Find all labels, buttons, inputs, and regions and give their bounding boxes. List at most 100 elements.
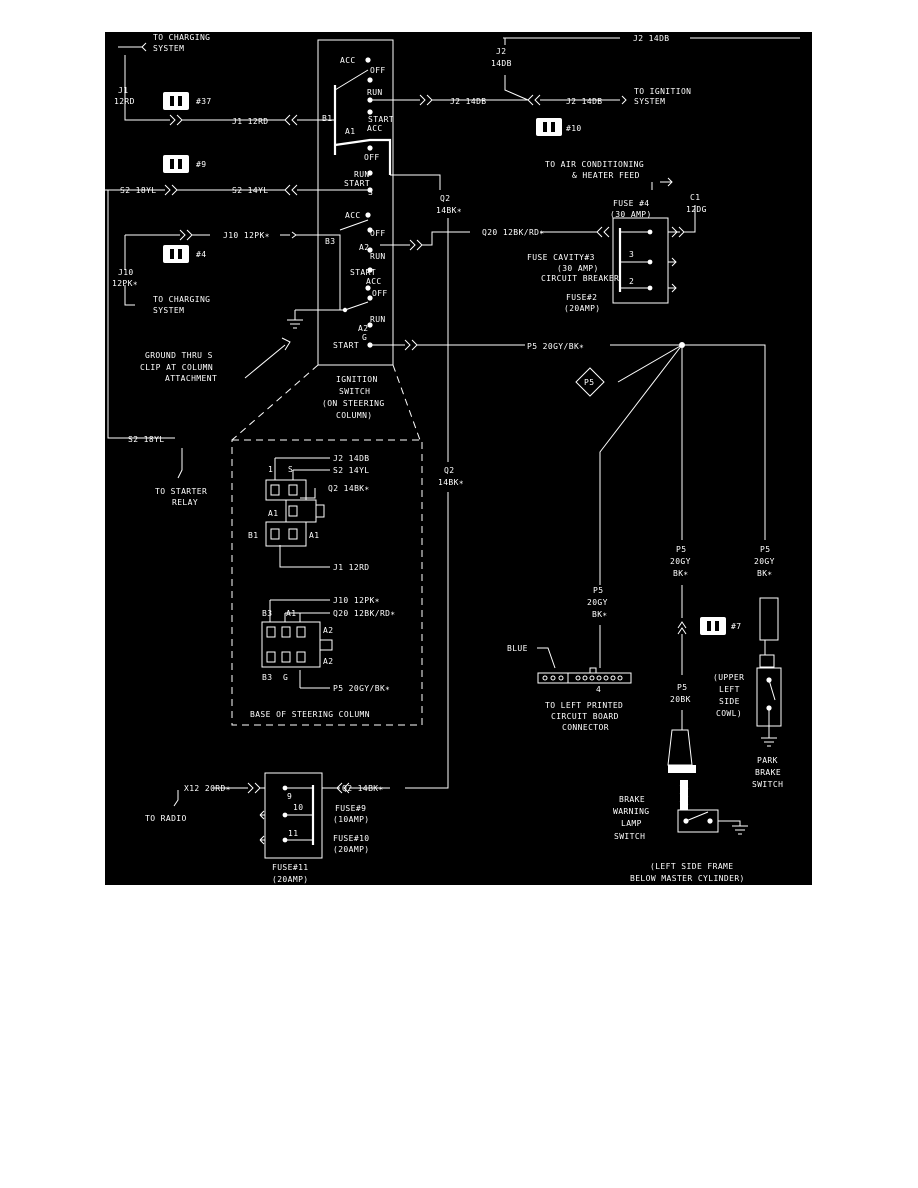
bsc-label: S [288, 465, 293, 474]
bsc-label: A1 [309, 531, 319, 540]
p5-brake-wire [677, 585, 687, 730]
g-blade [344, 301, 369, 311]
label: 12DG [686, 205, 707, 214]
label: 12PK∗ [112, 279, 138, 288]
brake-warning-ground-icon [685, 811, 748, 835]
switch-label: A1 [345, 127, 355, 136]
book-ref-icon [700, 617, 726, 635]
switch-label: OFF [370, 66, 386, 75]
label: CONNECTOR [562, 723, 609, 732]
label: 12RD [114, 97, 135, 106]
j10-wire-left [124, 235, 135, 306]
bsc-label: Q20 12BK/RD∗ [333, 609, 396, 618]
label: (ON STEERING [322, 399, 385, 408]
label: (UPPER [713, 673, 744, 682]
label: (10AMP) [333, 815, 370, 824]
bsc-pin-a1 [288, 505, 298, 517]
diagram-background [105, 32, 812, 885]
label: J2 [496, 47, 506, 56]
bsc-label: A1 [286, 609, 296, 618]
label: GROUND THRU S [145, 351, 213, 360]
bsc-label: J10 12PK∗ [333, 596, 380, 605]
fuse-bottom-arrows [259, 810, 265, 845]
label: SYSTEM [153, 306, 184, 315]
label: P5 20GY/BK∗ [527, 342, 584, 351]
label: 20GY [670, 557, 691, 566]
label: TO RADIO [145, 814, 187, 823]
label: BK∗ [757, 569, 773, 578]
label: COLUMN) [336, 411, 373, 420]
callout-line-2 [392, 364, 421, 441]
ground-pointer [244, 337, 291, 379]
bsc-label: B3 [262, 673, 272, 682]
label: #7 [731, 622, 741, 631]
switch-label: A2 [358, 324, 368, 333]
run-contact-4 [367, 322, 373, 328]
label: 4 [596, 685, 601, 694]
book-ref-icon [163, 92, 189, 110]
switch-label: RUN [367, 88, 383, 97]
j1-wire-left [124, 55, 170, 121]
b3-blade [339, 219, 369, 231]
label: SYSTEM [153, 44, 184, 53]
bsc-connector-2-latch [319, 639, 333, 651]
switch-label: RUN [354, 170, 370, 179]
fuse-block-right [612, 217, 669, 304]
label: IGNITION [336, 375, 378, 384]
label: Q2 [440, 194, 450, 203]
switch-label: START [333, 341, 359, 350]
label: P5 [584, 378, 594, 387]
park-brake-ground-icon [761, 679, 777, 747]
label: 14BK∗ [438, 478, 464, 487]
b1-blade-top [334, 69, 369, 91]
ignition-switch-outline [317, 39, 394, 366]
label: PARK [757, 756, 778, 765]
bsc-label: A1 [268, 509, 278, 518]
p5-wire-main [417, 344, 766, 540]
bsc-label: B3 [262, 609, 272, 618]
bsc-pin-1 [270, 484, 280, 496]
switch-label: ACC [345, 211, 361, 220]
label: FUSE#10 [333, 834, 370, 843]
label: (20AMP) [272, 875, 309, 884]
label: X12 20RD∗ [184, 784, 231, 793]
switch-label: B1 [322, 114, 332, 123]
bsc-pin-s [288, 484, 298, 496]
run-contact-3 [367, 247, 373, 253]
label: 11 [288, 829, 298, 838]
label: J2 14DB [566, 97, 603, 106]
label: SWITCH [752, 780, 783, 789]
label: BRAKE [619, 795, 645, 804]
label: WARNING [613, 807, 650, 816]
label: 14BK∗ [436, 206, 462, 215]
label: J1 12RD [232, 117, 269, 126]
label: 20BK [670, 695, 691, 704]
bsc-connector-1-latch [315, 504, 325, 518]
j1-connector-2 [284, 114, 298, 126]
book-ref-icon [163, 245, 189, 263]
label: BELOW MASTER CYLINDER) [630, 874, 745, 883]
label: SWITCH [339, 387, 370, 396]
bsc-connector-1-wires [274, 457, 330, 568]
bsc-pin-b1 [270, 528, 280, 540]
x12-wire [212, 782, 265, 794]
switch-label: START [350, 268, 376, 277]
label: TO CHARGING [153, 295, 210, 304]
switch-label: B3 [325, 237, 335, 246]
label: S2 18YL [120, 186, 157, 195]
label: FUSE#9 [335, 804, 366, 813]
switch-label: G [362, 333, 367, 342]
label: #37 [196, 97, 212, 106]
acc-bus-2 [334, 138, 392, 175]
label: FUSE#2 [566, 293, 597, 302]
book-ref-icon [536, 118, 562, 136]
label: J2 14DB [450, 97, 487, 106]
label: CIRCUIT BOARD [551, 712, 619, 721]
start-contact-3 [367, 267, 373, 273]
b3-bus [296, 234, 341, 310]
p5-diamond-icon [575, 367, 605, 397]
bsc-pin-a2b [296, 651, 306, 663]
book-ref-icon [163, 155, 189, 173]
q2-wire-long [405, 218, 449, 789]
